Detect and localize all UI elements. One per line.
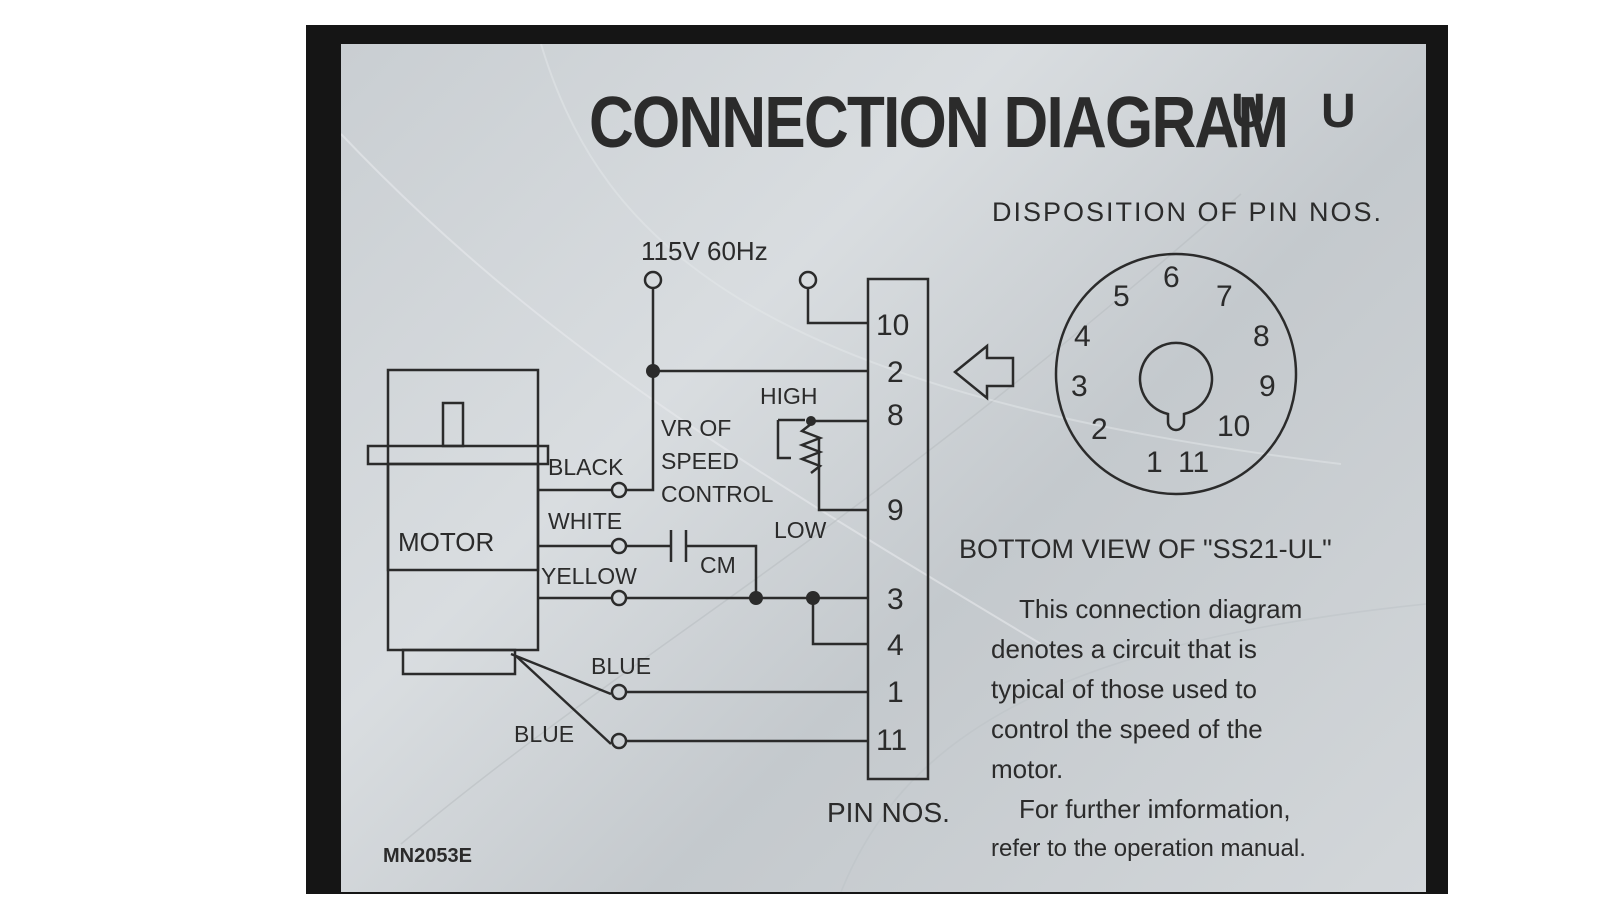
supply-label: 115V 60Hz (641, 236, 768, 266)
socket-pin-label: 3 (1071, 370, 1088, 403)
footer-code: MN2053E (383, 845, 472, 867)
description-line: control the speed of the (991, 714, 1263, 744)
wire-white-label: WHITE (548, 508, 622, 534)
description-line: typical of those used to (991, 674, 1257, 704)
socket-pin-label: 8 (1253, 320, 1270, 353)
disposition-title: DISPOSITION OF PIN NOS. (992, 197, 1384, 227)
wire-blue-label: BLUE (591, 653, 651, 679)
pin-block (866, 277, 930, 781)
description-line: For further imformation, (1019, 794, 1291, 824)
pin-label: 8 (887, 399, 904, 432)
motor-housing (386, 462, 540, 652)
motor-label: MOTOR (398, 527, 494, 557)
description-line: This connection diagram (1019, 594, 1303, 624)
socket-pin-label: 11 (1178, 446, 1209, 479)
wire-blue-label: BLUE (514, 721, 574, 747)
capacitor-label: CM (700, 552, 736, 578)
vr-label-2: SPEED (661, 448, 739, 474)
diagram-title: CONNECTION DIAGRAM (589, 83, 1289, 163)
maker-mark: U (1231, 85, 1266, 138)
vr-label-3: CONTROL (661, 481, 774, 507)
supply-terminal-right (798, 270, 818, 290)
description-text: This connection diagram denotes a circui… (991, 589, 1401, 869)
vr-high-label: HIGH (760, 383, 818, 409)
bottom-view-caption: BOTTOM VIEW OF "SS21-UL" (959, 534, 1332, 564)
pin-label: 4 (887, 629, 904, 662)
socket-pin-label: 4 (1074, 320, 1091, 353)
pin-label: 9 (887, 494, 904, 527)
motor-flange (366, 444, 550, 466)
motor-base (401, 648, 517, 676)
pin-label: 2 (887, 356, 904, 389)
socket-pin-label: 5 (1113, 280, 1130, 313)
vr-low-label: LOW (774, 517, 827, 543)
description-line: motor. (991, 754, 1064, 784)
pin-label: 3 (887, 583, 904, 616)
wire-black-label: BLACK (548, 454, 624, 480)
socket-pin-label: 10 (1217, 410, 1250, 443)
pin-label: 1 (887, 676, 904, 709)
wire-yellow-label: YELLOW (541, 563, 637, 589)
label-plate: CONNECTION DIAGRAM U U DISPOSITION OF PI… (341, 44, 1426, 892)
socket-key (1138, 341, 1214, 432)
pin-label: 11 (876, 724, 907, 757)
motor-shaft (441, 401, 465, 448)
pin-block-caption: PIN NOS. (827, 797, 950, 828)
supply-terminal-left (643, 270, 663, 290)
description-line: refer to the operation manual. (991, 835, 1306, 862)
socket-pin-label: 9 (1259, 370, 1276, 403)
socket-pin-label: 2 (1091, 413, 1108, 446)
description-line: denotes a circuit that is (991, 634, 1257, 664)
socket-outline (1054, 252, 1298, 496)
pin-label: 10 (876, 309, 909, 342)
maker-mark: U (1321, 85, 1356, 138)
vr-label-1: VR OF (661, 415, 731, 441)
wiring-diagram: 115V 60Hz MOTOR BLACK WHITE YELLOW BLUE … (366, 236, 1298, 828)
socket-pin-label: 1 (1146, 446, 1163, 479)
socket-pin-label: 6 (1163, 261, 1180, 294)
scratch-texture (341, 44, 1426, 892)
arrow-icon (953, 343, 1015, 401)
socket-pin-label: 7 (1216, 280, 1233, 313)
